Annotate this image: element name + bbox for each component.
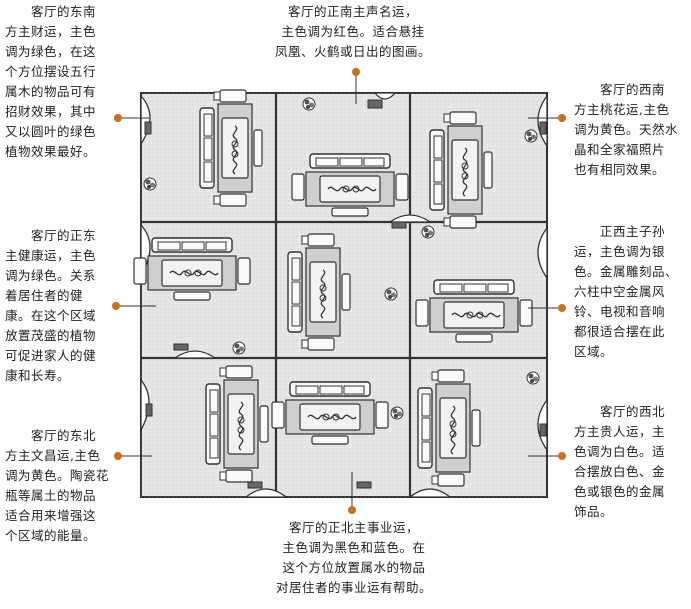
note-southeast: 客厅的东南 方主财运，主色 调为绿色，在这 个方位摆设五行 属木的物品可有 招财… — [5, 4, 97, 159]
note-east: 客厅的正东 主健康运，主色 调为绿色。关系 着居住者的健 康。在这个区域 放置茂… — [5, 228, 97, 383]
leader-dots — [112, 68, 566, 514]
note-northwest: 客厅的西北 方主贵人运，主 色调为白色。适 合摆放白色、金 色或银色的金属 饰品… — [574, 404, 666, 519]
note-north: 客厅的正北主事业运， 主色调为黑色和蓝色。在 这个方位放置属水的物品 对居住者的… — [275, 520, 432, 595]
note-west: 正西主子孙 运，主色调为银 色。金属雕刻品、 六柱中空金属风 铃、电视和音响 都… — [574, 224, 679, 359]
note-southwest: 客厅的西南 方主桃花运,主色 调为黄色。天然水 晶和全家福照片 也有相同效果。 — [574, 82, 679, 177]
leader-lines — [116, 72, 562, 510]
note-northeast: 客厅的东北 方主文昌运,主色 调为黄色。陶瓷花 瓶等属土的物品 适合用来增强这 … — [5, 428, 110, 543]
note-south: 客厅的正南主声名运， 主色调为红色。适合悬挂 凤凰、火鹤或日出的图画。 — [274, 4, 431, 59]
grid-lines — [141, 93, 547, 497]
